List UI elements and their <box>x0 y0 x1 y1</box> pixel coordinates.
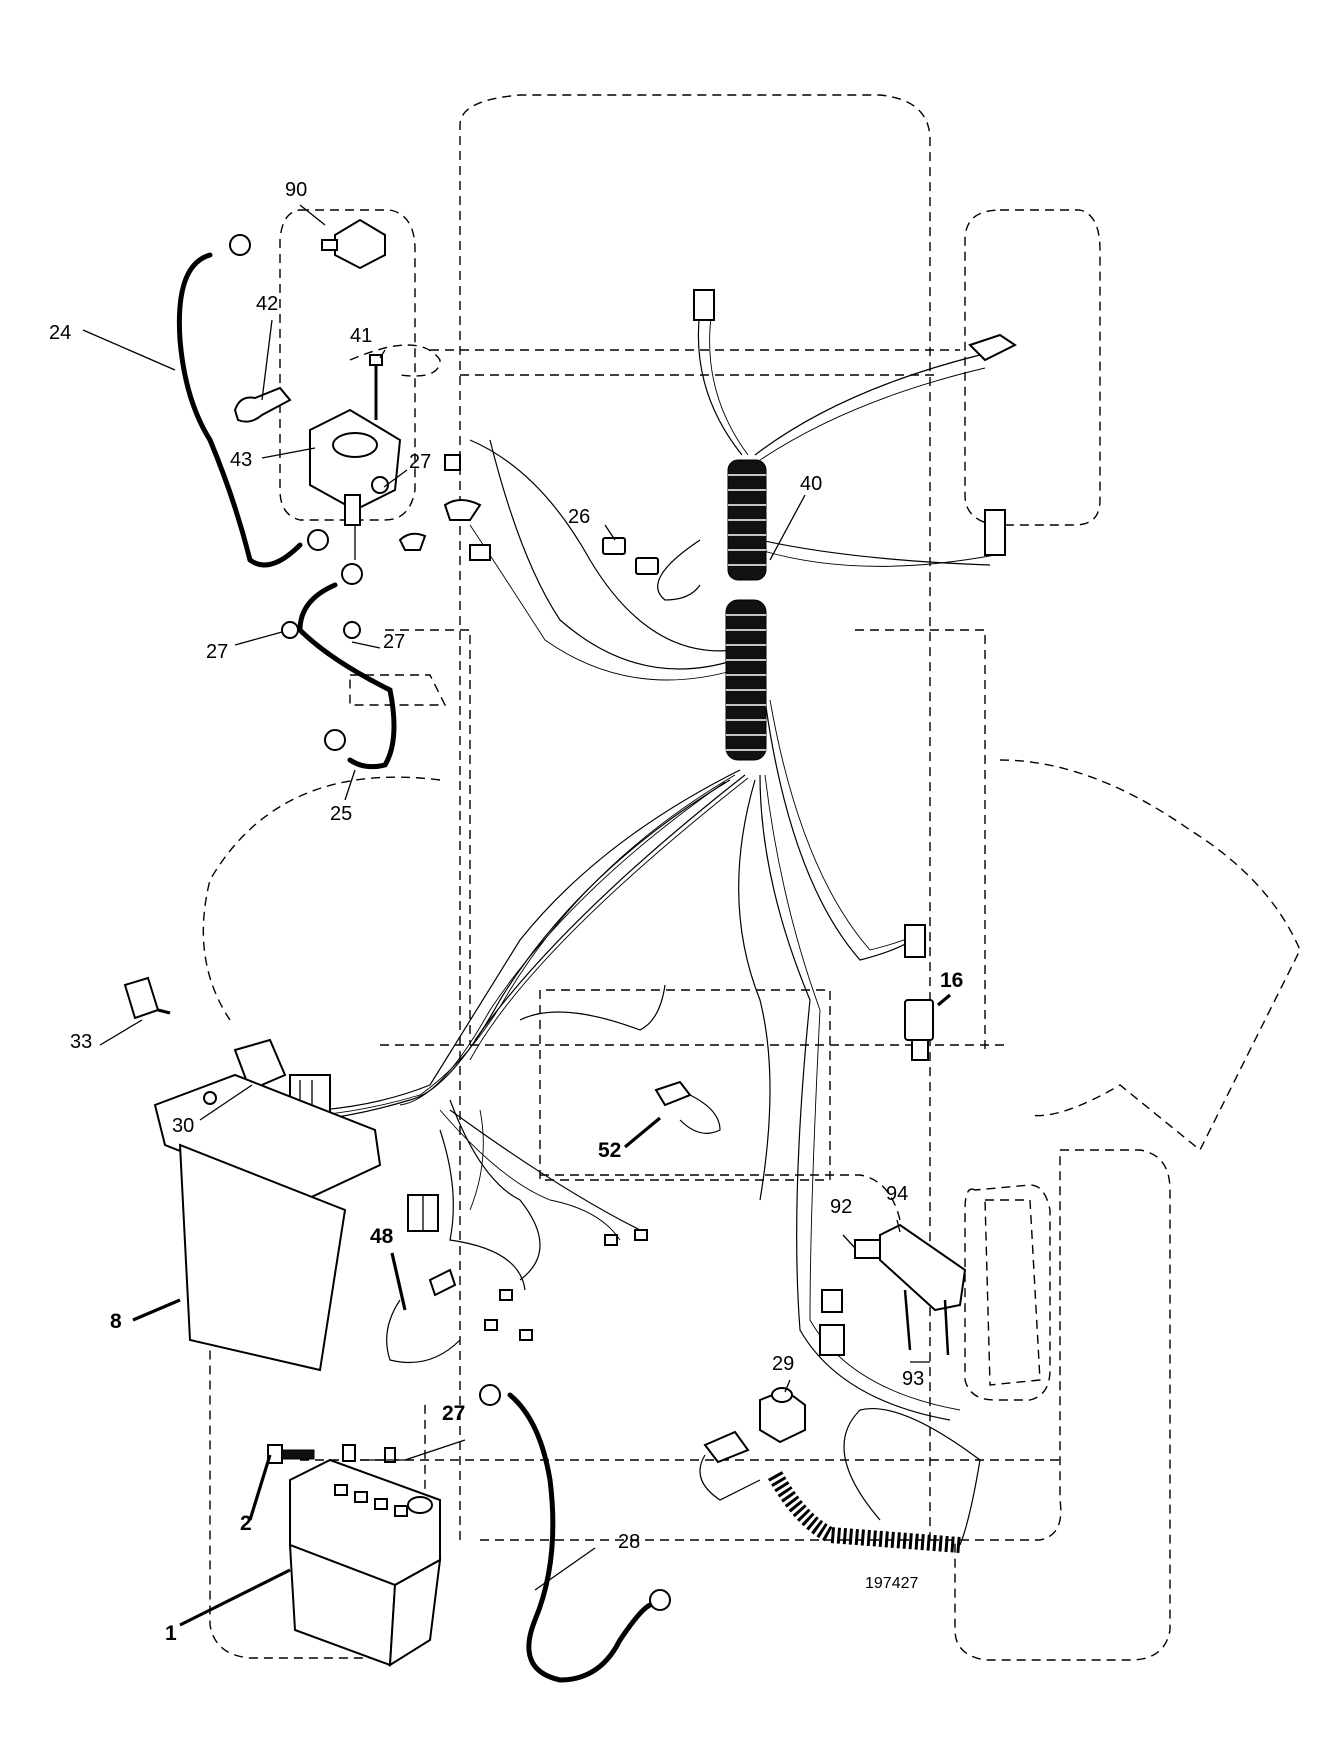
bolt <box>369 354 383 420</box>
battery-tray <box>153 1073 382 1372</box>
harness-top-connector <box>693 289 715 321</box>
nut-3 <box>343 621 361 639</box>
connector-48 <box>386 1194 648 1364</box>
label-part-40: 40 <box>800 473 822 495</box>
label-part-52: 52 <box>598 1139 621 1162</box>
fuse-holder <box>602 537 659 575</box>
leader-lines <box>82 204 952 1627</box>
ground-cable-25 <box>297 532 427 770</box>
label-part-2: 2 <box>240 1512 252 1535</box>
label-part-41: 41 <box>350 325 372 347</box>
ignition-switch <box>233 1038 331 1114</box>
label-part-94: 94 <box>886 1183 908 1205</box>
battery-bolt <box>267 1444 396 1464</box>
figure-number: 197427 <box>865 1575 918 1592</box>
label-part-92: 92 <box>830 1196 852 1218</box>
harness-bullet-terminal <box>443 499 482 521</box>
label-part-8: 8 <box>110 1310 122 1333</box>
bracket-94 <box>879 1223 967 1312</box>
screws-93 <box>903 1289 950 1356</box>
label-part-27-top: 27 <box>409 451 431 473</box>
switch-92 <box>819 1239 884 1356</box>
harness-loom <box>725 459 767 761</box>
label-part-29: 29 <box>772 1353 794 1375</box>
part-52 <box>654 1080 721 1134</box>
seat-switch <box>904 999 934 1061</box>
label-part-42: 42 <box>256 293 278 315</box>
part-labels: 24 90 42 41 43 27 27 27 25 26 40 33 30 1… <box>49 179 963 1645</box>
harness-tab-terminal-2 <box>469 544 491 561</box>
harness-tab-terminal <box>444 454 461 471</box>
wiring-harness <box>314 289 1017 1421</box>
label-part-28: 28 <box>618 1531 640 1553</box>
label-part-48: 48 <box>370 1225 394 1248</box>
battery <box>288 1458 442 1667</box>
label-part-16: 16 <box>940 969 963 992</box>
label-part-93: 93 <box>902 1368 924 1390</box>
label-part-43: 43 <box>230 449 252 471</box>
battery-cable-28 <box>479 1384 671 1683</box>
label-part-25: 25 <box>330 803 352 825</box>
switch-90 <box>321 218 386 270</box>
ignition-key <box>123 976 171 1020</box>
terminal-boot <box>233 386 292 423</box>
switch-29 <box>759 1387 806 1444</box>
coil-cord <box>699 1408 981 1553</box>
label-part-24: 24 <box>49 322 71 344</box>
label-part-27-left: 27 <box>206 641 228 663</box>
label-part-27-bottom: 27 <box>442 1402 465 1425</box>
label-part-90: 90 <box>285 179 307 201</box>
harness-right-connector <box>968 333 1017 362</box>
nut-1 <box>371 476 389 494</box>
label-part-33: 33 <box>70 1031 92 1053</box>
label-part-30: 30 <box>172 1115 194 1137</box>
harness-seat-connector <box>904 924 926 958</box>
battery-cable-24 <box>176 234 329 568</box>
label-part-27-right: 27 <box>383 631 405 653</box>
label-part-1: 1 <box>165 1622 177 1645</box>
harness-right-lower-connector <box>984 509 1006 556</box>
label-part-26: 26 <box>568 506 590 528</box>
nut-2 <box>281 621 299 639</box>
